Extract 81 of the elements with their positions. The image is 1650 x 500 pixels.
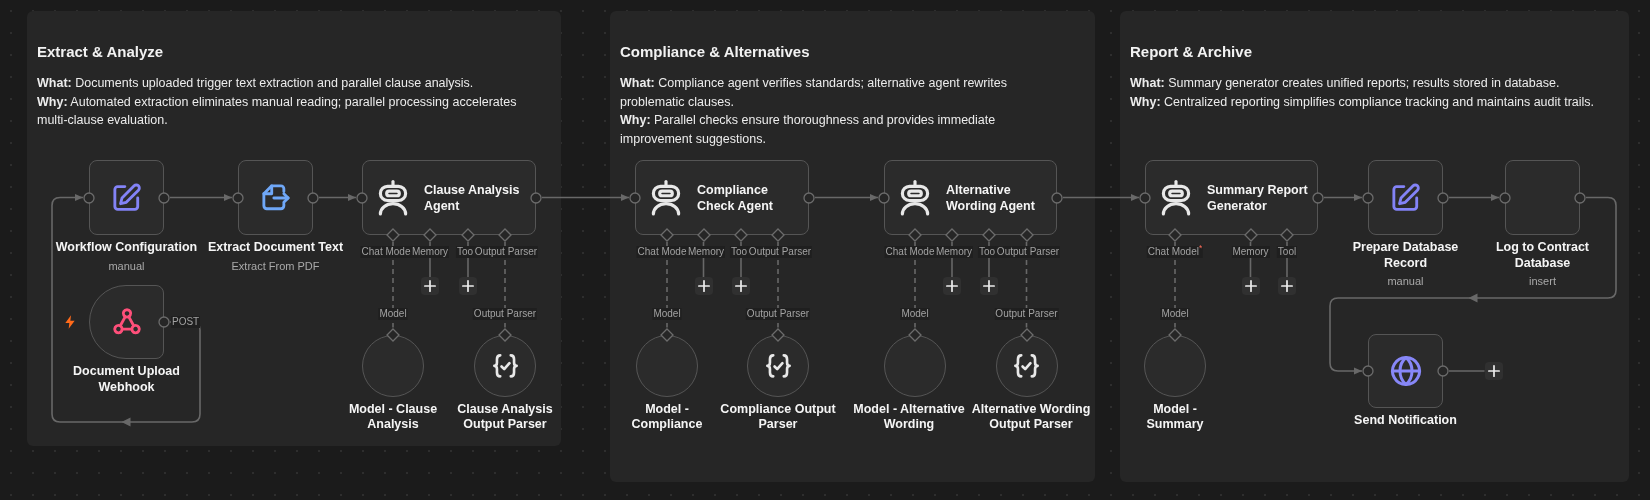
panel-title: Extract & Analyze bbox=[37, 43, 164, 61]
dashed-connector bbox=[504, 241, 506, 329]
connector bbox=[702, 241, 705, 278]
panel-title: Compliance & Alternatives bbox=[620, 43, 810, 61]
port-label: Output Parser bbox=[473, 246, 539, 258]
connector bbox=[1062, 194, 1140, 201]
connector bbox=[429, 241, 431, 278]
node-title: Alternative Wording Output Parser bbox=[971, 401, 1091, 433]
node-title: Compliance Output Parser bbox=[719, 401, 837, 433]
note-panel bbox=[1120, 11, 1629, 482]
port-label: Memory bbox=[410, 246, 450, 258]
connector bbox=[169, 194, 233, 201]
port-label: Chat Mode bbox=[360, 246, 412, 258]
connector bbox=[951, 241, 953, 278]
port-label: Chat Mode bbox=[636, 246, 688, 258]
connector bbox=[1323, 194, 1363, 201]
panel-description: What: Documents uploaded trigger text extraction and parallel clause analysis. bbox=[37, 75, 475, 92]
connector bbox=[1448, 194, 1500, 201]
dashed-connector bbox=[666, 241, 668, 329]
port-label: Chat Model$^{*}$ bbox=[1146, 246, 1204, 258]
node-title: Model - Summary bbox=[1145, 401, 1205, 433]
connector bbox=[51, 194, 201, 423]
connector bbox=[1249, 241, 1252, 278]
node-title: Workflow Configuration bbox=[55, 240, 198, 256]
panel-description: Why: Parallel checks ensure thoroughness and provides immediate improvement suggestions. bbox=[620, 112, 997, 148]
node-title: Compliance Check Agent bbox=[697, 181, 774, 214]
node-subtitle: insert bbox=[1529, 274, 1556, 288]
port-label: Chat Mode bbox=[884, 246, 936, 258]
port-label: Too bbox=[729, 246, 749, 258]
port-label: Output Parser bbox=[472, 307, 538, 320]
node-title: Model - Alternative Wording bbox=[852, 401, 966, 433]
node-subtitle: manual bbox=[1387, 274, 1424, 288]
node-title: Clause Analysis Agent bbox=[424, 181, 521, 214]
port-label: Memory bbox=[686, 246, 726, 258]
port-label: Too bbox=[977, 246, 997, 258]
connector bbox=[988, 241, 990, 278]
panel-description: Why: Automated extraction eliminates manual reading; parallel processing accelerates multi-clause evaluation. bbox=[37, 93, 518, 129]
node-title: Summary Report Generator bbox=[1207, 181, 1309, 214]
port-label: Memory bbox=[1231, 246, 1270, 258]
note-panel bbox=[27, 11, 561, 446]
dashed-connector bbox=[1174, 241, 1176, 329]
node-title: Document Upload Webhook bbox=[72, 364, 181, 395]
connector bbox=[318, 194, 357, 201]
dashed-connector bbox=[1025, 241, 1028, 329]
node-title: Extract Document Text bbox=[207, 240, 344, 256]
port-label: Memory bbox=[934, 246, 974, 258]
node-subtitle: manual bbox=[108, 258, 145, 273]
node-title: Log to Contract Database bbox=[1494, 240, 1590, 271]
port-label: Output Parser bbox=[995, 246, 1061, 258]
node-title: Model - Clause Analysis bbox=[347, 401, 439, 433]
port-label: Model bbox=[900, 307, 930, 320]
panel-description: Why: Centralized reporting simplifies compliance tracking and maintains audit trails. bbox=[1130, 93, 1596, 111]
port-label: Model bbox=[652, 307, 682, 320]
connector bbox=[814, 194, 879, 201]
connector bbox=[1329, 196, 1617, 375]
node-title: Prepare Database Record bbox=[1351, 240, 1460, 271]
panel-title: Report & Archive bbox=[1130, 43, 1252, 61]
connector bbox=[467, 241, 469, 278]
note-panel bbox=[610, 11, 1095, 482]
port-label: Model bbox=[1160, 307, 1190, 320]
node-subtitle: Extract From PDF bbox=[231, 258, 320, 273]
panel-description: What: Compliance agent verifies standards; alternative agent rewrites problematic clauses. bbox=[620, 75, 1008, 111]
port-label: Output Parser bbox=[994, 307, 1059, 320]
connector bbox=[541, 194, 630, 201]
connector bbox=[1286, 241, 1288, 278]
connector bbox=[740, 241, 742, 278]
node-title: Model - Compliance bbox=[630, 401, 704, 433]
panel-description: What: Summary generator creates unified reports; results stored in database. bbox=[1130, 75, 1561, 92]
dashed-connector bbox=[392, 241, 394, 329]
port-label: Output Parser bbox=[747, 246, 813, 258]
port-label: Tool bbox=[1276, 246, 1298, 258]
dashed-connector bbox=[914, 241, 916, 329]
node-title: Clause Analysis Output Parser bbox=[456, 401, 554, 433]
port-label: Too bbox=[455, 246, 475, 258]
port-label: Output Parser bbox=[745, 307, 811, 320]
connector bbox=[1448, 370, 1486, 372]
dashed-connector bbox=[777, 241, 779, 329]
port-label: POST bbox=[171, 316, 201, 328]
port-label: Model bbox=[378, 307, 408, 320]
node-title: Alternative Wording Agent bbox=[946, 181, 1036, 214]
node-title: Send Notification bbox=[1354, 413, 1457, 429]
